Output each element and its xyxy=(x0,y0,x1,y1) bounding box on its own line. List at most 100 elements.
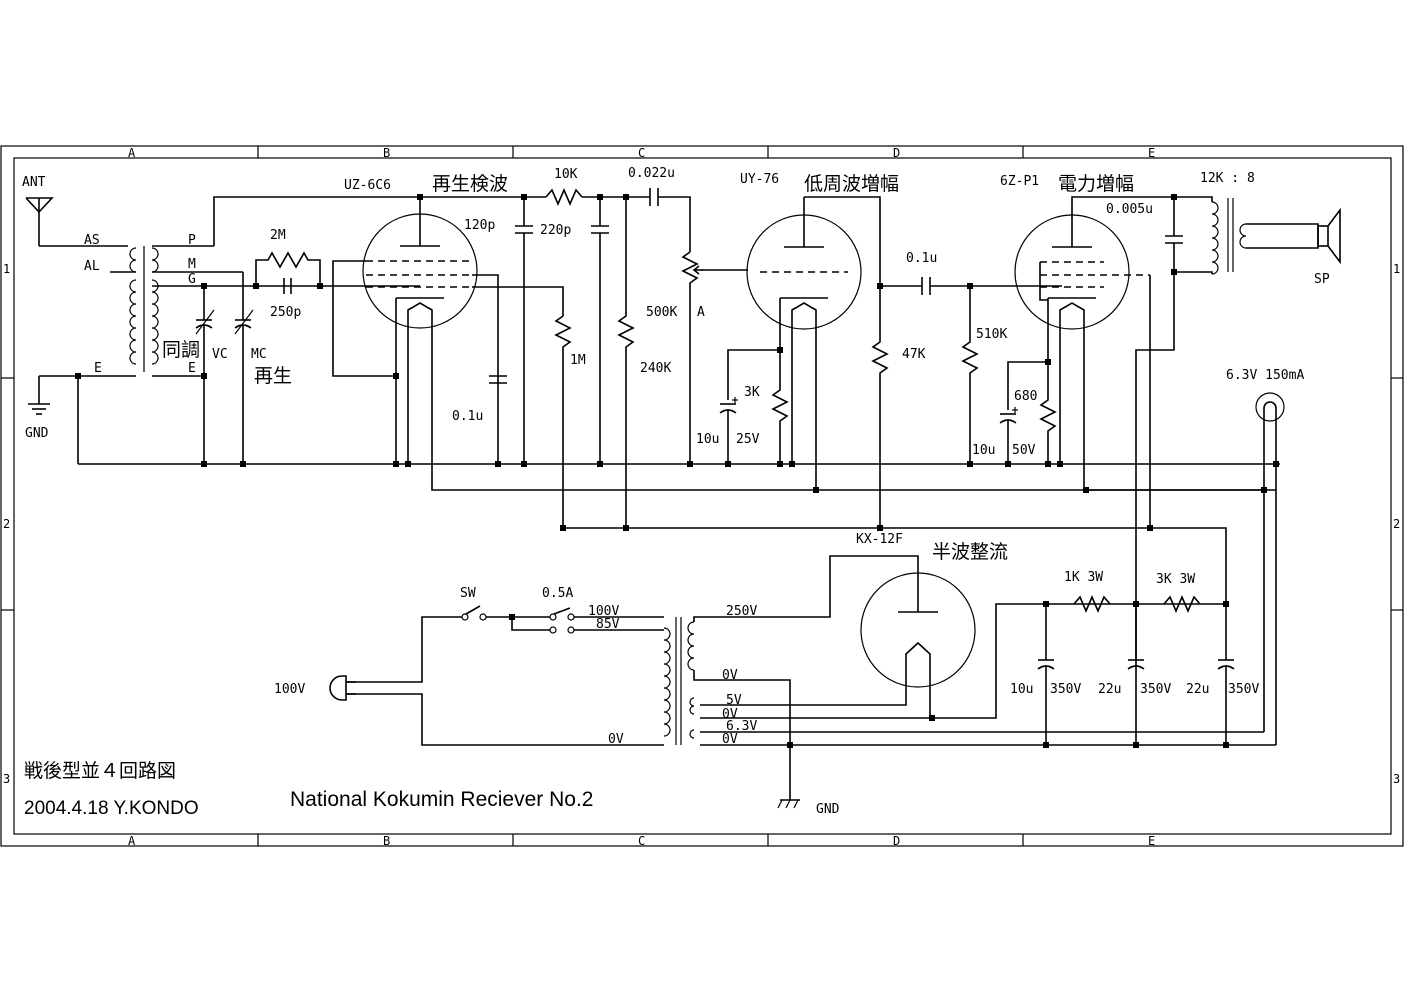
wire-plate2 xyxy=(804,196,881,286)
c-0005u-label: 0.005u xyxy=(1106,202,1153,217)
wire-suppressor xyxy=(332,260,396,377)
drawing-frame xyxy=(0,145,1404,847)
vr-500k-label: 500K xyxy=(646,305,677,320)
tube1-label: UZ-6C6 xyxy=(344,178,391,193)
filter-cap-10u xyxy=(1037,604,1055,745)
c-10u-label: 10u xyxy=(696,432,719,447)
junction-dots xyxy=(75,194,1279,748)
fuse-0-5a xyxy=(511,607,664,634)
grid-column-labels-bottom: A B C D E xyxy=(128,834,1155,848)
capacitor-120p xyxy=(515,197,533,464)
c-10u-50-label: 10u xyxy=(972,443,995,458)
pri-100-label: 100V xyxy=(588,604,619,619)
sec-5-label: 5V xyxy=(726,693,742,708)
regen-label-jp: 再生 xyxy=(254,365,292,387)
cathode-cap-10u25 xyxy=(719,397,738,464)
drawing-title: National Kokumin Reciever No.2 xyxy=(290,788,593,811)
tube2-label-jp: 低周波増幅 xyxy=(804,173,899,195)
grid-col-label: E xyxy=(1148,834,1155,848)
filter-cap-22u-a xyxy=(1127,604,1145,670)
coil-al-label: AL xyxy=(84,259,100,274)
cathode-resistor-680 xyxy=(1039,362,1057,464)
speaker-symbol xyxy=(1246,207,1341,265)
coil-as-label: AS xyxy=(84,233,100,248)
tube-kx-12f xyxy=(742,555,976,688)
ground-symbol-left xyxy=(28,375,78,415)
resistor-10k xyxy=(545,187,583,207)
tube4-label-jp: 半波整流 xyxy=(932,541,1008,563)
c-f2v-label: 350V xyxy=(1140,682,1171,697)
vc-label: VC xyxy=(212,347,228,362)
grid-row-label: 1 xyxy=(1393,262,1400,276)
wire-g3 xyxy=(1039,262,1048,301)
grid-col-label: A xyxy=(128,146,136,160)
resistor-1m xyxy=(472,286,880,529)
r-680-label: 680 xyxy=(1014,389,1037,404)
tube-uz-6c6 xyxy=(362,213,478,330)
sp-label: SP xyxy=(1314,272,1330,287)
grid-row-label: 1 xyxy=(3,262,10,276)
coupling-cap-0022u xyxy=(649,188,691,252)
coil-e-label: E xyxy=(94,361,102,376)
coil-m-label: M xyxy=(188,257,196,272)
sec-63-label: 6.3V xyxy=(726,719,757,734)
screen-bypass-cap-01u xyxy=(489,375,507,384)
r-240k-label: 240K xyxy=(640,361,671,376)
grid-col-label: B xyxy=(383,146,390,160)
pilot-lamp xyxy=(1255,392,1285,745)
grid-col-label: B xyxy=(383,834,390,848)
grid-col-label: E xyxy=(1148,146,1155,160)
coil-g-label: G xyxy=(188,272,196,287)
tube3-label: 6Z-P1 xyxy=(1000,174,1039,189)
wire-p-plate xyxy=(213,196,421,246)
ac-plug-symbol xyxy=(329,675,356,701)
grid-column-labels-top: A B C D E xyxy=(128,146,1155,160)
tube1-label-jp: 再生検波 xyxy=(432,173,508,195)
r-1m-label: 1M xyxy=(570,353,586,368)
drawing-name-jp: 戦後型並４回路図 xyxy=(24,760,176,782)
wire-k3 xyxy=(1007,298,1049,410)
c-f1v-label: 350V xyxy=(1050,682,1081,697)
coil-e2-label: E xyxy=(188,361,196,376)
c-120p-label: 120p xyxy=(464,218,495,233)
grid-row-label: 2 xyxy=(3,517,10,531)
plug-100v-label: 100V xyxy=(274,682,305,697)
ant-label: ANT xyxy=(22,175,46,190)
lamp-label: 6.3V 150mA xyxy=(1226,368,1304,383)
r-1k3w-label: 1K 3W xyxy=(1064,570,1103,585)
c-f3v-label: 350V xyxy=(1228,682,1259,697)
tuning-label-jp: 同調 xyxy=(162,339,200,361)
gnd-label-left: GND xyxy=(25,426,49,441)
sw-label: SW xyxy=(460,586,476,601)
sec-0b-label: 0V xyxy=(722,707,738,722)
grid-row-label: 3 xyxy=(3,772,10,786)
r-2m-label: 2M xyxy=(270,228,286,243)
grid-col-label: D xyxy=(893,834,900,848)
sec-0a-label: 0V xyxy=(722,668,738,683)
c-01u-a-label: 0.1u xyxy=(452,409,483,424)
wire-k2 xyxy=(727,298,781,400)
resistor-510k xyxy=(961,286,979,464)
wire-fil-a xyxy=(700,688,907,706)
filter-resistor-3k3w xyxy=(1163,594,1201,614)
pri-0-label: 0V xyxy=(608,732,624,747)
c-220p-label: 220p xyxy=(540,223,571,238)
sec-250-label: 250V xyxy=(726,604,757,619)
r-47k-label: 47K xyxy=(902,347,926,362)
c-250p-label: 250p xyxy=(270,305,301,320)
date-author: 2004.4.18 Y.KONDO xyxy=(24,798,199,819)
grid-col-label: C xyxy=(638,834,645,848)
filter-cap-22u-b xyxy=(1217,604,1235,745)
filter-resistor-1k3w xyxy=(1073,594,1111,614)
output-transformer xyxy=(1135,196,1247,745)
wire-screen xyxy=(472,274,499,464)
chassis-ground-symbol xyxy=(777,745,800,809)
grid-col-label: A xyxy=(128,834,136,848)
resistor-47k xyxy=(871,286,889,528)
grid-col-label: D xyxy=(893,146,900,160)
variable-capacitor-vc xyxy=(195,286,215,464)
r-3k-label: 3K xyxy=(744,385,760,400)
wire-heater-line xyxy=(431,330,1264,491)
pri-85-label: 85V xyxy=(596,617,620,632)
c-f3-label: 22u xyxy=(1186,682,1209,697)
